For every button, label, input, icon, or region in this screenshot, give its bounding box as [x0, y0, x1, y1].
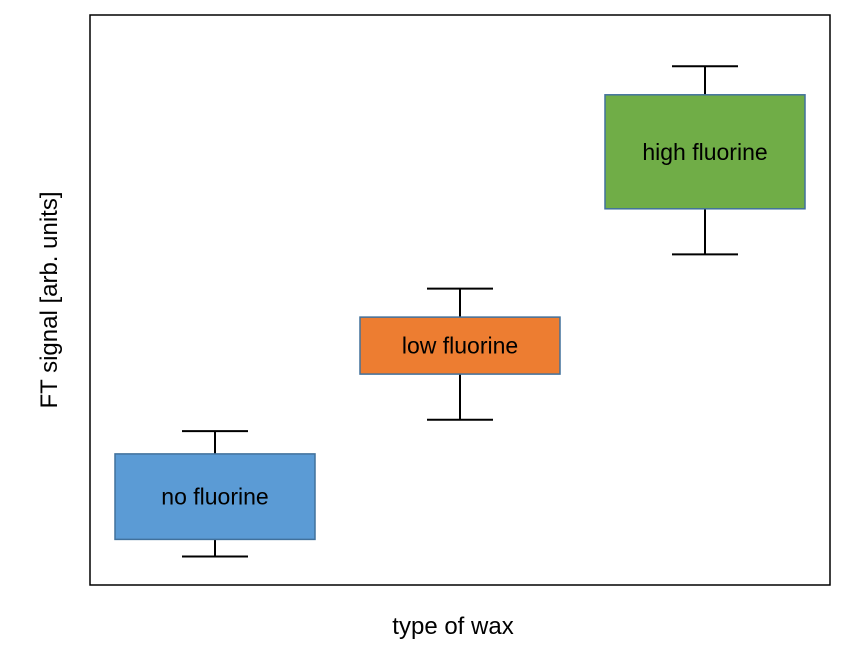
box-label-low-fluorine: low fluorine	[402, 333, 518, 359]
box-label-no-fluorine: no fluorine	[161, 484, 268, 510]
plot-frame	[89, 14, 831, 586]
box-no-fluorine	[114, 453, 316, 541]
chart-marks: no fluorine low fluorine high fluorine	[114, 65, 806, 558]
box-label-high-fluorine: high fluorine	[642, 139, 767, 165]
box-high-fluorine	[604, 94, 806, 210]
x-axis-label: type of wax	[392, 613, 513, 640]
box-low-fluorine	[359, 316, 561, 375]
y-axis-label: FT signal [arb. units]	[36, 192, 63, 409]
